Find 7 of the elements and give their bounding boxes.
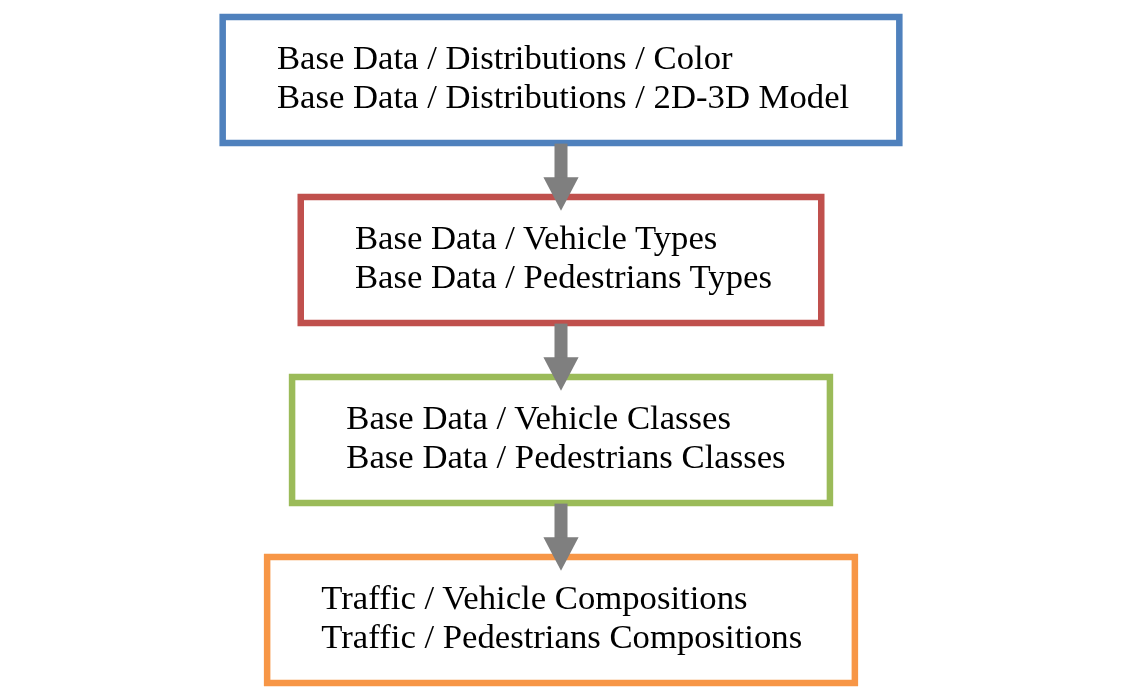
node-box: Traffic / Vehicle Compositions Traffic / Pedestrians Compositions — [263, 553, 858, 687]
arrow — [542, 143, 579, 211]
node-box: Base Data / Distributions / Color Base Data / Distributions / 2D-3D Model — [218, 13, 903, 147]
node-box: Base Data / Vehicle Types Base Data / Pedestrians Types — [297, 193, 824, 327]
arrow — [542, 503, 579, 571]
node-box: Base Data / Vehicle Classes Base Data / Pedestrians Classes — [288, 373, 833, 507]
arrow — [542, 323, 579, 391]
